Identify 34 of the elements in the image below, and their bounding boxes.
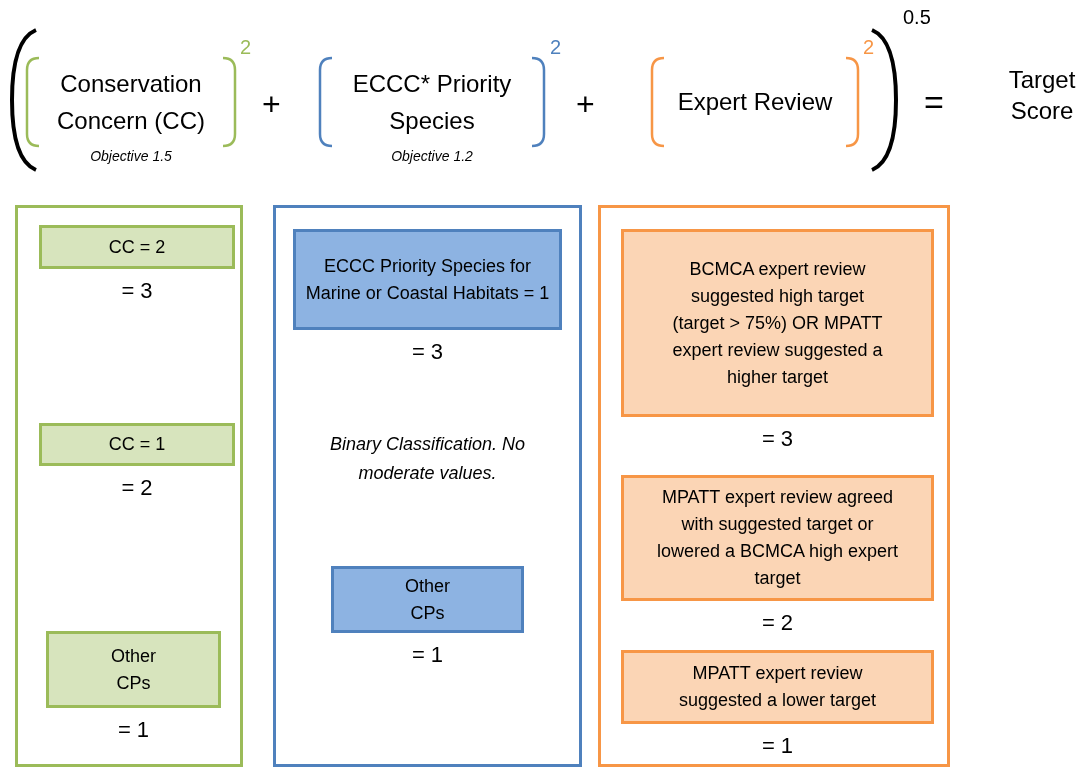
operator-symbol: + xyxy=(576,85,595,124)
operator-symbol: = xyxy=(924,82,944,123)
objective-note: Objective 1.5 xyxy=(90,148,172,164)
scoring-panel xyxy=(15,205,243,767)
note-text: Binary Classification. No moderate values. xyxy=(328,433,527,485)
score-value: = 3 xyxy=(121,278,153,304)
category-label: BCMCA expert review suggested high target (target > 75%) OR MPATT expert review suggested a higher target xyxy=(671,257,884,389)
term-text: Expert Review xyxy=(676,87,834,118)
score-value: = 2 xyxy=(761,610,794,636)
operator-symbol: + xyxy=(262,85,281,124)
term-text: ECCC* Priority Species xyxy=(351,68,513,136)
score-value: = 3 xyxy=(761,426,794,452)
category-label: ECCC Priority Species for Marine or Coastal Habitats = 1 xyxy=(304,254,551,305)
score-value: = 2 xyxy=(121,475,153,501)
exponent: 0.5 xyxy=(903,5,931,30)
scoring-panel xyxy=(273,205,582,767)
category-label: Other CPs xyxy=(404,574,451,625)
score-value: = 3 xyxy=(411,339,444,365)
scoring-panel xyxy=(598,205,950,767)
category-label: CC = 1 xyxy=(108,433,166,456)
score-value: = 1 xyxy=(761,733,794,759)
exponent: 2 xyxy=(550,35,562,60)
bracketed-term xyxy=(650,56,860,148)
category-label: MPATT expert review suggested a lower target xyxy=(677,662,878,712)
term-text: Conservation Concern (CC) xyxy=(55,68,206,136)
category-label: CC = 2 xyxy=(108,235,166,259)
objective-note: Objective 1.2 xyxy=(391,148,473,164)
category-label: MPATT expert review agreed with suggested target or lowered a BCMCA high expert target xyxy=(655,486,900,590)
score-value: = 1 xyxy=(117,717,150,743)
category-label: Other CPs xyxy=(110,644,157,695)
exponent: 2 xyxy=(240,35,252,60)
exponent: 2 xyxy=(863,35,875,60)
result-label: Target Score xyxy=(1007,65,1077,127)
score-value: = 1 xyxy=(411,642,444,668)
